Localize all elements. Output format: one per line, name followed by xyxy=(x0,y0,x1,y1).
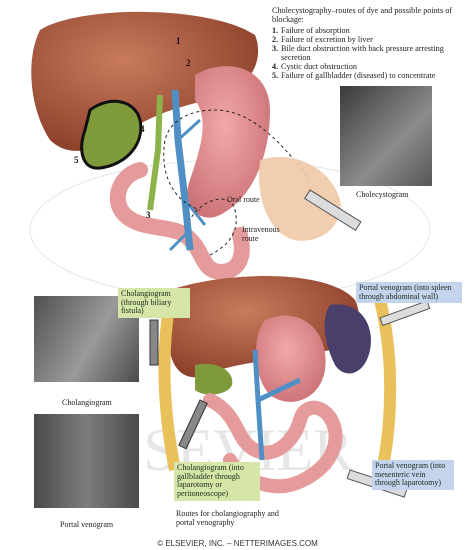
biliary-needle xyxy=(149,319,159,366)
syringe-top xyxy=(304,189,362,231)
legend-title: Cholecystography–routes of dye and possi… xyxy=(272,6,453,24)
routes-caption: Routes for cholangiography and portal ve… xyxy=(176,509,279,527)
stomach-top xyxy=(187,66,270,218)
legend-item: 4.Cystic duct obstruction xyxy=(272,62,357,71)
legend-item: 1.Failure of absorption xyxy=(272,26,350,35)
marker-3: 3 xyxy=(146,210,151,220)
legend-item: 5.Failure of gallbladder (diseased) to c… xyxy=(272,71,436,80)
spleen-bottom xyxy=(324,304,371,374)
legend-item: 2.Failure of excretion by liver xyxy=(272,35,373,44)
syringe-spleen xyxy=(379,300,431,327)
fat-border-left xyxy=(158,299,181,472)
marker-4: 4 xyxy=(140,124,145,134)
portal-venogram-caption: Portal venogram xyxy=(60,520,114,529)
cholecystogram-caption: Cholecystogram xyxy=(356,190,409,199)
stomach-bottom xyxy=(255,315,326,402)
fat-border-right xyxy=(374,298,397,482)
callout-cholangiogram-laparotomy: Cholangiogram (into gallbladder through … xyxy=(174,462,260,501)
marker-2: 2 xyxy=(186,58,191,68)
callout-cholangiogram-fistula: Cholangiogram (through biliary fistula) xyxy=(118,288,190,318)
legend-item: 3.Bile duct obstruction with back pressu… xyxy=(272,44,444,62)
intestine-bottom xyxy=(203,393,343,494)
bile-duct-top xyxy=(147,94,163,211)
vessel-branches xyxy=(168,118,207,252)
portal-vein-bottom xyxy=(252,349,302,461)
legend-block: Cholecystography–routes of dye and possi… xyxy=(272,6,472,80)
gallbladder-top xyxy=(80,99,143,170)
oral-route-label: Oral route xyxy=(227,195,260,204)
marker-1: 1 xyxy=(176,36,181,46)
marker-5: 5 xyxy=(74,155,79,165)
cholangiogram-caption: Cholangiogram xyxy=(62,398,112,407)
dye-route-iv xyxy=(189,198,237,256)
iv-route-label: Intravenous route xyxy=(242,225,280,243)
laparoscope xyxy=(178,399,208,450)
portal-vein-top xyxy=(171,89,194,251)
callout-portal-venogram-spleen: Portal venogram (into spleen through abd… xyxy=(356,282,462,304)
gallbladder-bottom xyxy=(195,363,233,395)
cholecystogram-image xyxy=(340,86,432,186)
copyright-footer: © ELSEVIER, INC. – NETTERIMAGES.COM xyxy=(157,539,318,548)
hand-top xyxy=(259,156,341,241)
callout-portal-venogram-mesenteric: Portal venogram (into mesenteric vein th… xyxy=(372,460,454,490)
portal-venogram-image xyxy=(34,414,139,508)
